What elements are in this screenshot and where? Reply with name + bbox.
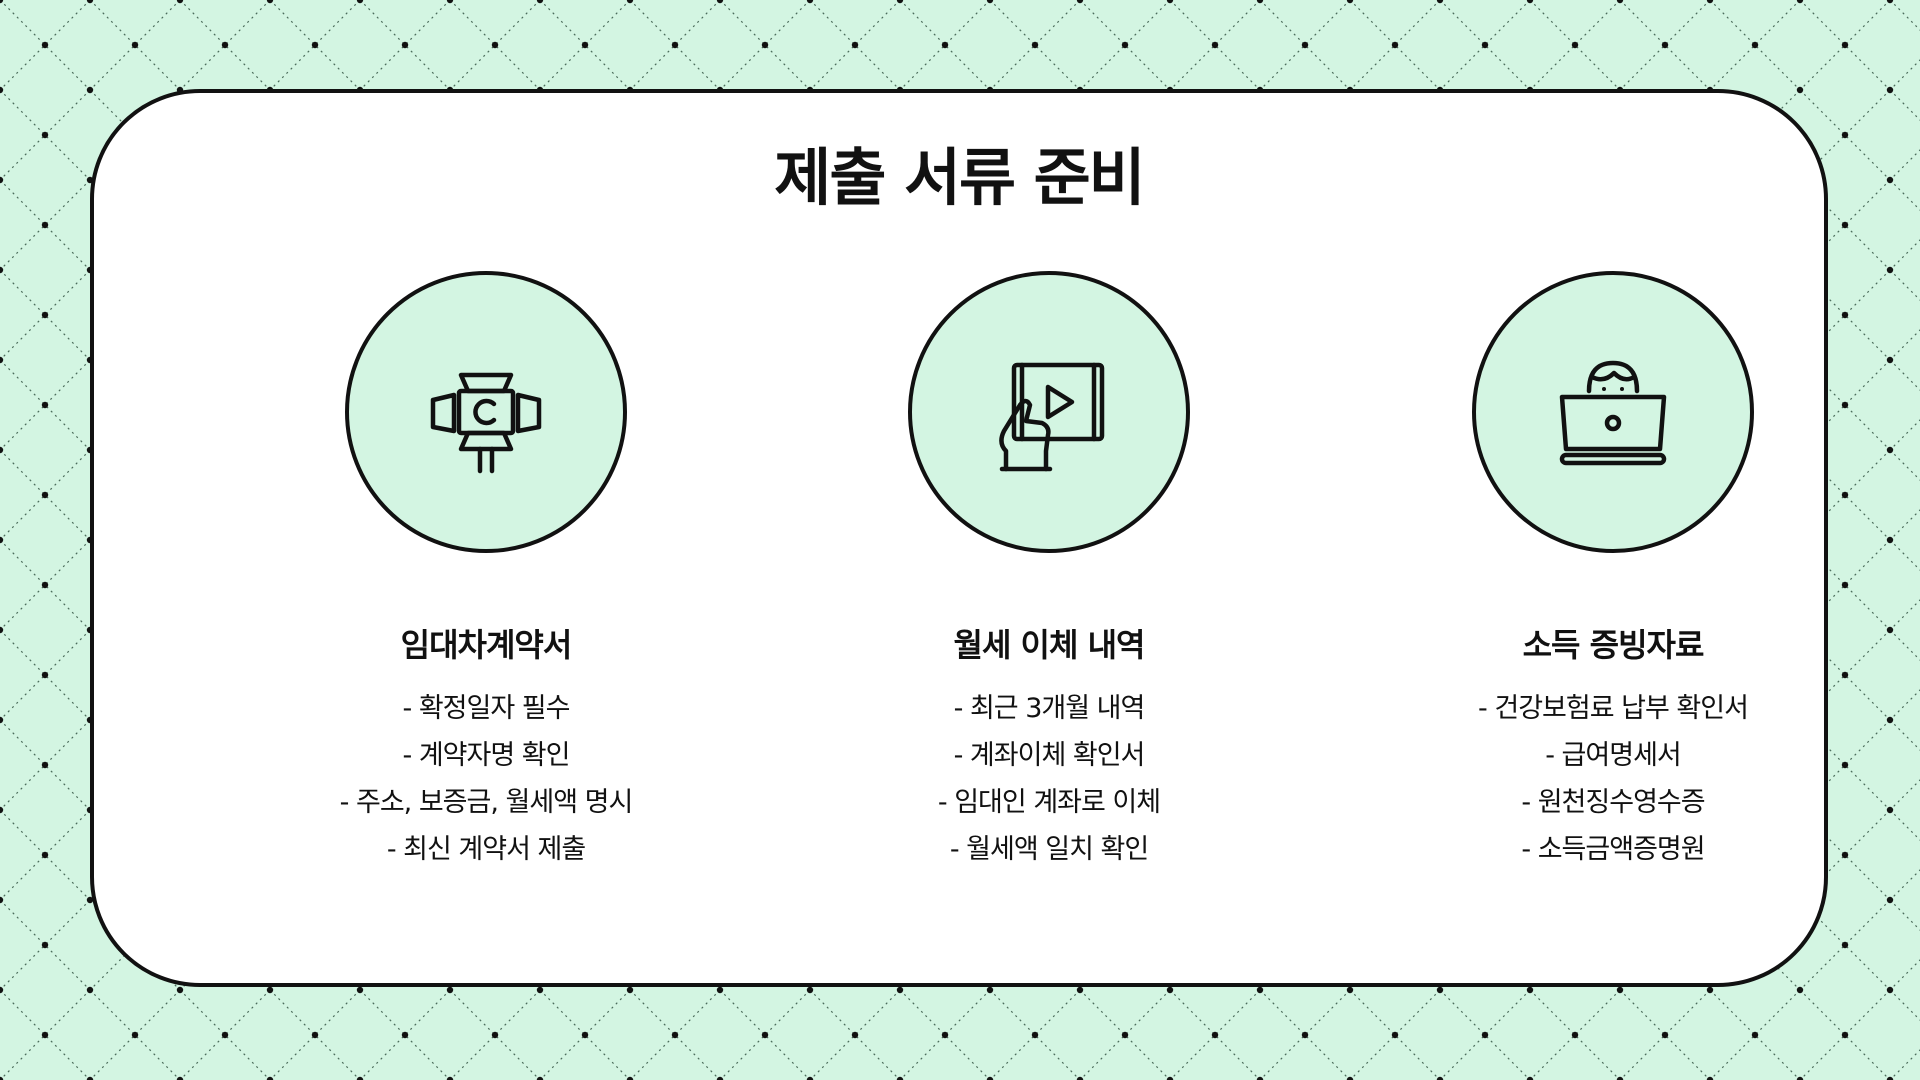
column-income-proof: 소득 증빙자료 - 건강보험료 납부 확인서 - 급여명세서 - 원천징수영수증… (1393, 271, 1833, 873)
column-rent-transfer: 월세 이체 내역 - 최근 3개월 내역 - 계좌이체 확인서 - 임대인 계좌… (829, 271, 1269, 873)
list-item: - 원천징수영수증 (1521, 786, 1705, 818)
spotlight-icon (430, 372, 542, 474)
list-item: - 최근 3개월 내역 (953, 692, 1146, 724)
list-item: - 건강보험료 납부 확인서 (1478, 692, 1749, 724)
column-heading: 월세 이체 내역 (953, 626, 1146, 664)
icon-circle (345, 271, 627, 553)
list-item: - 소득금액증명원 (1521, 833, 1705, 865)
list-item: - 계약자명 확인 (402, 739, 571, 771)
bullet-list: - 건강보험료 납부 확인서 - 급여명세서 - 원천징수영수증 - 소득금액증… (1393, 685, 1833, 873)
list-item: - 급여명세서 (1545, 739, 1682, 771)
content-card: 제출 서류 준비 임대차계약서 - 확정일자 필수 - 계약자명 확인 - 주소… (90, 89, 1828, 987)
list-item: - 임대인 계좌로 이체 (937, 786, 1161, 818)
list-item: - 주소, 보증금, 월세액 명시 (339, 786, 634, 818)
icon-circle (908, 271, 1190, 553)
column-heading: 임대차계약서 (400, 626, 573, 664)
list-item: - 확정일자 필수 (402, 692, 571, 724)
slide-title: 제출 서류 준비 (774, 141, 1145, 214)
hand-holding-tablet-play-icon (999, 362, 1105, 472)
list-item: - 계좌이체 확인서 (953, 739, 1146, 771)
list-item: - 월세액 일치 확인 (949, 833, 1149, 865)
bullet-list: - 최근 3개월 내역 - 계좌이체 확인서 - 임대인 계좌로 이체 - 월세… (829, 685, 1269, 873)
column-heading: 소득 증빙자료 (1522, 626, 1705, 664)
person-laptop-icon (1559, 360, 1667, 466)
list-item: - 최신 계약서 제출 (386, 833, 586, 865)
icon-circle (1472, 271, 1754, 553)
bullet-list: - 확정일자 필수 - 계약자명 확인 - 주소, 보증금, 월세액 명시 - … (266, 685, 706, 873)
column-lease-contract: 임대차계약서 - 확정일자 필수 - 계약자명 확인 - 주소, 보증금, 월세… (266, 271, 706, 873)
